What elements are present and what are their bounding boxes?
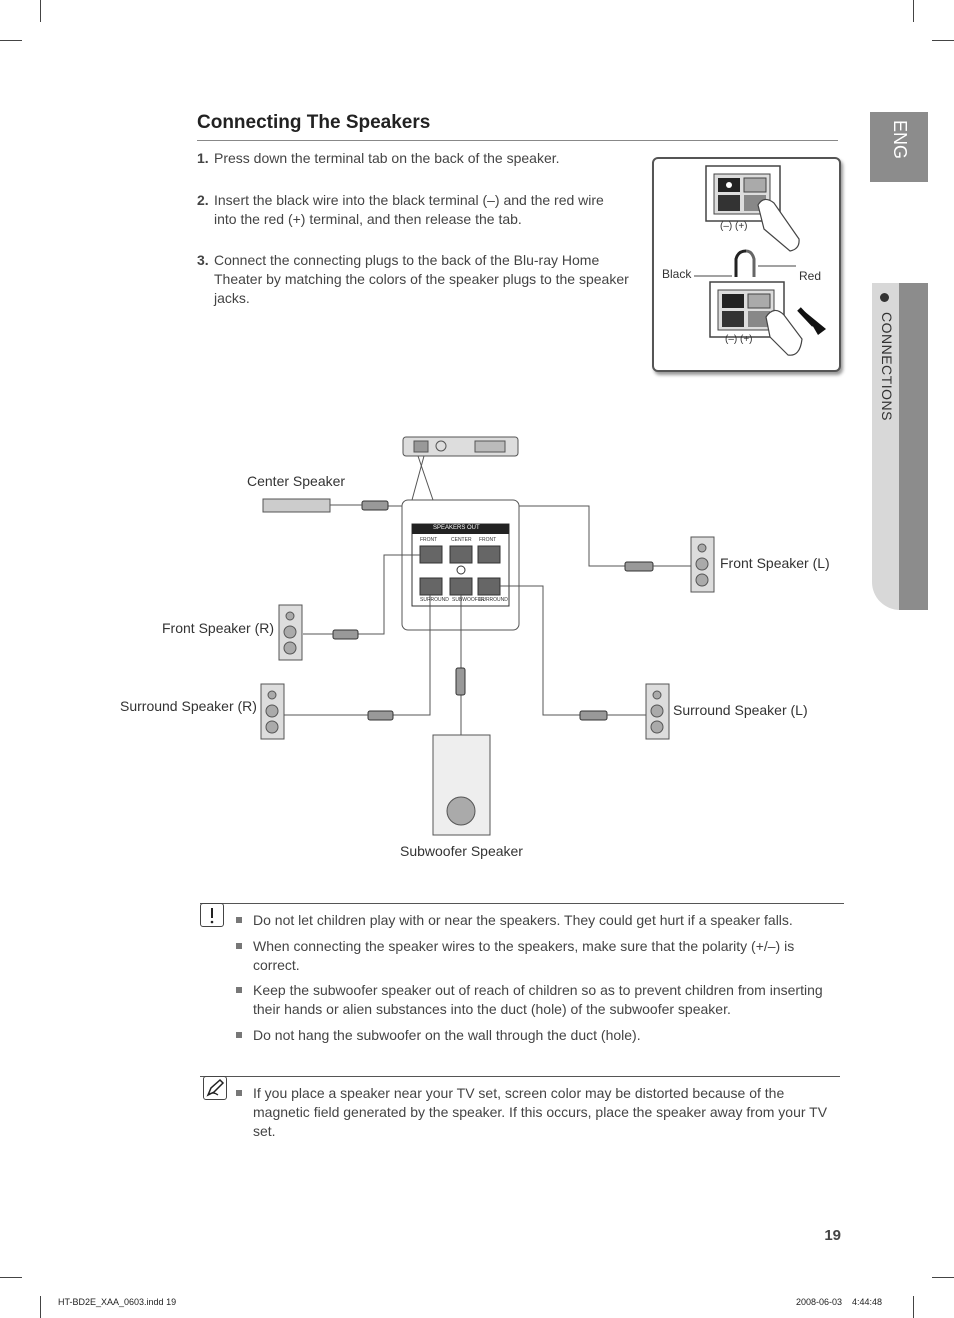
surround-left-speaker-label: Surround Speaker (L) (673, 702, 808, 718)
panel-port-label: CENTER (451, 537, 472, 543)
crop-mark (913, 1296, 914, 1318)
terminal-inset: (–) (+) (–) (+) Black Red (652, 157, 841, 372)
terminal-illustration (694, 165, 826, 356)
bullet-icon (236, 1090, 242, 1096)
panel-port-label: SUBWOOFER (452, 597, 485, 603)
front-right-speaker-label: Front Speaker (R) (162, 620, 275, 636)
step-item: 1. Press down the terminal tab on the ba… (197, 149, 629, 168)
crop-mark (0, 1277, 22, 1278)
black-wire-label: Black (662, 267, 692, 281)
section-dot-icon (880, 293, 889, 302)
caution-note-text: Do not let children play with or near th… (253, 912, 793, 928)
step-text: Connect the connecting plugs to the back… (214, 252, 629, 306)
red-wire-label: Red (799, 269, 822, 283)
panel-port-label: SURROUND (479, 597, 508, 603)
step-text: Insert the black wire into the black ter… (214, 192, 604, 227)
panel-title: SPEAKERS OUT (433, 525, 480, 531)
page-title: Connecting The Speakers (197, 112, 431, 133)
caution-note: When connecting the speaker wires to the… (236, 937, 836, 975)
surround-right-speaker-label: Surround Speaker (R) (120, 698, 257, 714)
page-number: 19 (824, 1227, 841, 1244)
section-tab-bar (899, 283, 928, 610)
bullet-icon (236, 917, 242, 923)
info-note-text: If you place a speaker near your TV set,… (253, 1085, 828, 1139)
step-number: 3. (197, 252, 209, 268)
caution-note-text: Keep the subwoofer speaker out of reach … (253, 982, 823, 1017)
polarity-label: (–) (+) (725, 334, 753, 345)
crop-mark (0, 40, 22, 41)
main-unit-icon (402, 436, 519, 501)
crop-mark (40, 0, 41, 22)
subwoofer-speaker-icon (432, 734, 491, 836)
speakers-out-panel-icon (401, 499, 520, 631)
surround-right-speaker-icon (260, 683, 285, 740)
subwoofer-speaker-label: Subwoofer Speaker (400, 843, 523, 859)
caution-note: Do not let children play with or near th… (236, 911, 836, 930)
crop-mark (40, 1296, 41, 1318)
title-divider (197, 140, 838, 141)
speaker-connection-diagram (260, 436, 715, 836)
front-left-speaker-icon (690, 536, 715, 593)
caution-note: Do not hang the subwoofer on the wall th… (236, 1026, 836, 1045)
step-number: 1. (197, 150, 209, 166)
polarity-label: (–) (+) (720, 221, 748, 232)
bullet-icon (236, 1032, 242, 1038)
step-item: 3. Connect the connecting plugs to the b… (197, 251, 629, 308)
caution-note: Keep the subwoofer speaker out of reach … (236, 981, 836, 1019)
step-number: 2. (197, 192, 209, 208)
crop-mark (932, 1277, 954, 1278)
note-pencil-icon (203, 1076, 227, 1100)
crop-mark (932, 40, 954, 41)
info-note: If you place a speaker near your TV set,… (236, 1084, 836, 1141)
language-tab: ENG (870, 112, 928, 182)
caution-divider (200, 903, 844, 904)
center-speaker-icon (262, 498, 331, 513)
bullet-icon (236, 987, 242, 993)
crop-mark (913, 0, 914, 22)
caution-icon (200, 903, 224, 927)
panel-port-label: SURROUND (420, 597, 449, 603)
caution-note-text: When connecting the speaker wires to the… (253, 938, 795, 973)
caution-note-text: Do not hang the subwoofer on the wall th… (253, 1027, 641, 1043)
footer-timestamp: 2008-06-03 4:44:48 (796, 1297, 883, 1307)
center-speaker-label: Center Speaker (247, 473, 346, 489)
step-item: 2. Insert the black wire into the black … (197, 191, 629, 229)
footer-file-name: HT-BD2E_XAA_0603.indd 19 (58, 1297, 177, 1307)
note-divider (200, 1076, 840, 1077)
surround-left-speaker-icon (645, 683, 670, 740)
bullet-icon (236, 943, 242, 949)
front-right-speaker-icon (278, 604, 303, 661)
panel-port-label: FRONT (420, 537, 438, 543)
panel-port-label: FRONT (479, 537, 497, 543)
front-left-speaker-label: Front Speaker (L) (720, 555, 830, 571)
step-text: Press down the terminal tab on the back … (214, 150, 560, 166)
